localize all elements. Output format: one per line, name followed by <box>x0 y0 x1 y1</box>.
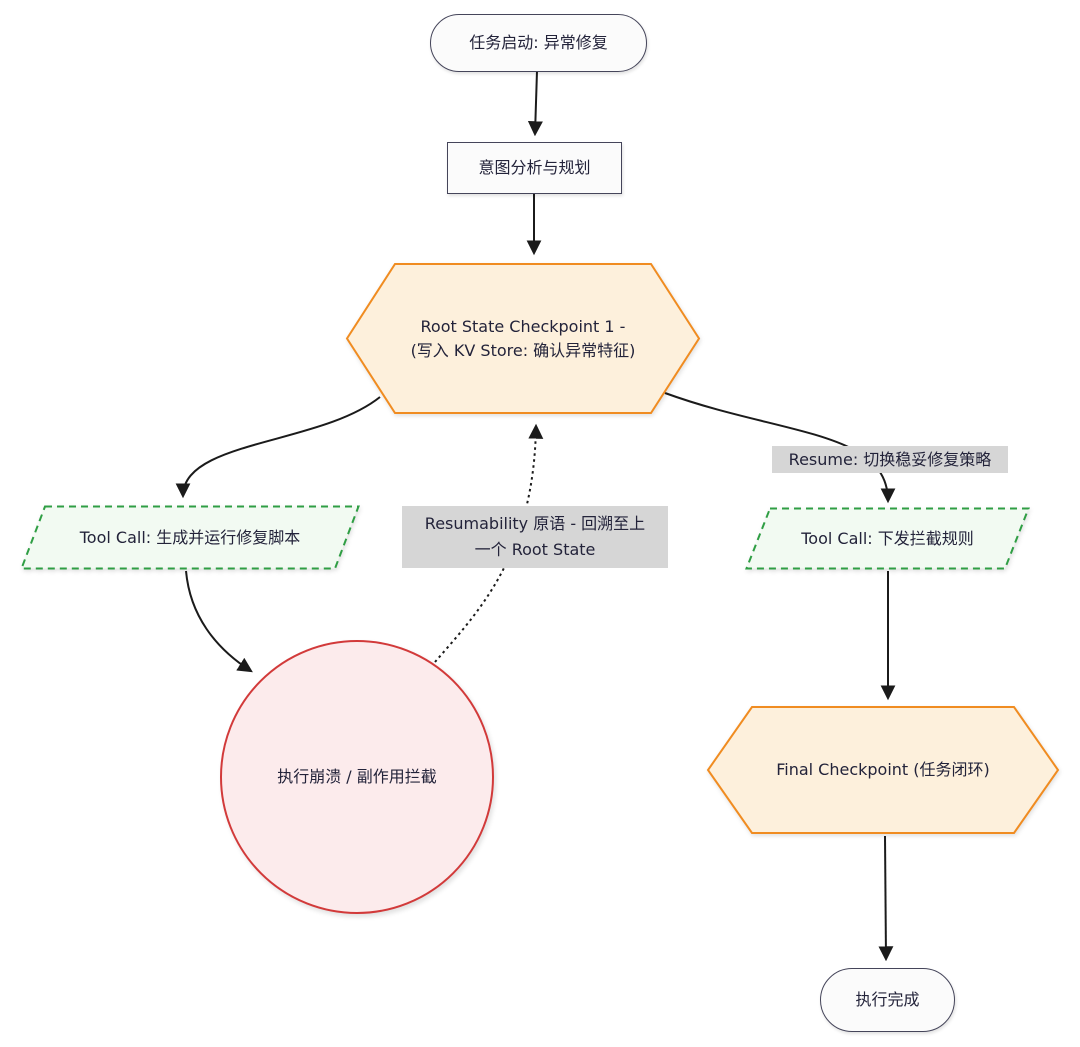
node-done-label: 执行完成 <box>855 990 920 1010</box>
checkpoint1-line1: Root State Checkpoint 1 - <box>420 317 626 337</box>
node-tool-call-repair-label: Tool Call: 生成并运行修复脚本 <box>79 527 301 547</box>
edge-checkpoint1-to-tool-intercept <box>664 392 896 504</box>
node-root-state-checkpoint-1-label: Root State Checkpoint 1 - (写入 KV Store: … <box>411 315 636 361</box>
node-root-state-checkpoint-1: Root State Checkpoint 1 - (写入 KV Store: … <box>345 262 701 415</box>
node-plan: 意图分析与规划 <box>447 142 622 194</box>
edge-start-to-plan <box>527 70 543 137</box>
edge-final-checkpoint-to-done <box>878 835 894 962</box>
edge-label-resumability: Resumability 原语 - 回溯至上 一个 Root State <box>402 506 668 568</box>
edge-crash-to-checkpoint1-resumability <box>434 423 544 663</box>
node-start-label: 任务启动: 异常修复 <box>469 33 608 53</box>
checkpoint1-line2: (写入 KV Store: 确认异常特征) <box>410 340 636 360</box>
node-tool-call-intercept: Tool Call: 下发拦截规则 <box>745 507 1030 570</box>
resumability-line2: 一个 Root State <box>474 540 596 559</box>
node-start: 任务启动: 异常修复 <box>430 14 647 72</box>
hexagon-shape <box>706 706 1060 834</box>
node-final-checkpoint: Final Checkpoint (任务闭环) <box>706 705 1060 835</box>
parallelogram-shape <box>20 505 360 570</box>
node-crash: 执行崩溃 / 副作用拦截 <box>220 640 494 914</box>
node-crash-label: 执行崩溃 / 副作用拦截 <box>277 767 437 787</box>
node-plan-label: 意图分析与规划 <box>478 158 591 178</box>
parallelogram-shape <box>745 507 1030 570</box>
node-tool-call-repair: Tool Call: 生成并运行修复脚本 <box>20 505 360 570</box>
node-tool-call-intercept-label: Tool Call: 下发拦截规则 <box>801 528 974 548</box>
edge-label-resume: Resume: 切换稳妥修复策略 <box>772 446 1008 473</box>
edge-checkpoint1-to-tool-repair <box>175 396 381 499</box>
node-done: 执行完成 <box>820 968 955 1032</box>
node-final-checkpoint-label: Final Checkpoint (任务闭环) <box>776 760 990 780</box>
hexagon-shape <box>345 263 701 414</box>
edge-tool-repair-to-crash <box>185 570 253 673</box>
resume-label-text: Resume: 切换稳妥修复策略 <box>788 449 992 469</box>
resumability-line1: Resumability 原语 - 回溯至上 <box>424 514 646 534</box>
